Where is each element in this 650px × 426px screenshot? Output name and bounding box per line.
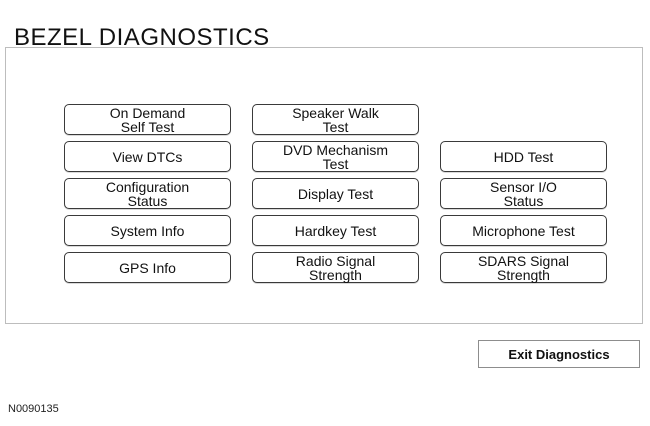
button-hardkey-test[interactable]: Hardkey Test: [252, 215, 419, 246]
button-sdars-signal-strength[interactable]: SDARS Signal Strength: [440, 252, 607, 283]
button-radio-signal-strength[interactable]: Radio Signal Strength: [252, 252, 419, 283]
button-gps-info[interactable]: GPS Info: [64, 252, 231, 283]
diagnostics-button-grid: On Demand Self Test View DTCs Configurat…: [64, 104, 607, 283]
button-sensor-io-status[interactable]: Sensor I/O Status: [440, 178, 607, 209]
figure-label: N0090135: [8, 403, 59, 415]
button-configuration-status[interactable]: Configuration Status: [64, 178, 231, 209]
button-speaker-walk-test[interactable]: Speaker Walk Test: [252, 104, 419, 135]
exit-diagnostics-button[interactable]: Exit Diagnostics: [478, 340, 640, 368]
page-title: BEZEL DIAGNOSTICS: [14, 24, 270, 51]
button-dvd-mechanism-test[interactable]: DVD Mechanism Test: [252, 141, 419, 172]
button-view-dtcs[interactable]: View DTCs: [64, 141, 231, 172]
button-system-info[interactable]: System Info: [64, 215, 231, 246]
button-display-test[interactable]: Display Test: [252, 178, 419, 209]
button-on-demand-self-test[interactable]: On Demand Self Test: [64, 104, 231, 135]
button-hdd-test[interactable]: HDD Test: [440, 141, 607, 172]
button-microphone-test[interactable]: Microphone Test: [440, 215, 607, 246]
